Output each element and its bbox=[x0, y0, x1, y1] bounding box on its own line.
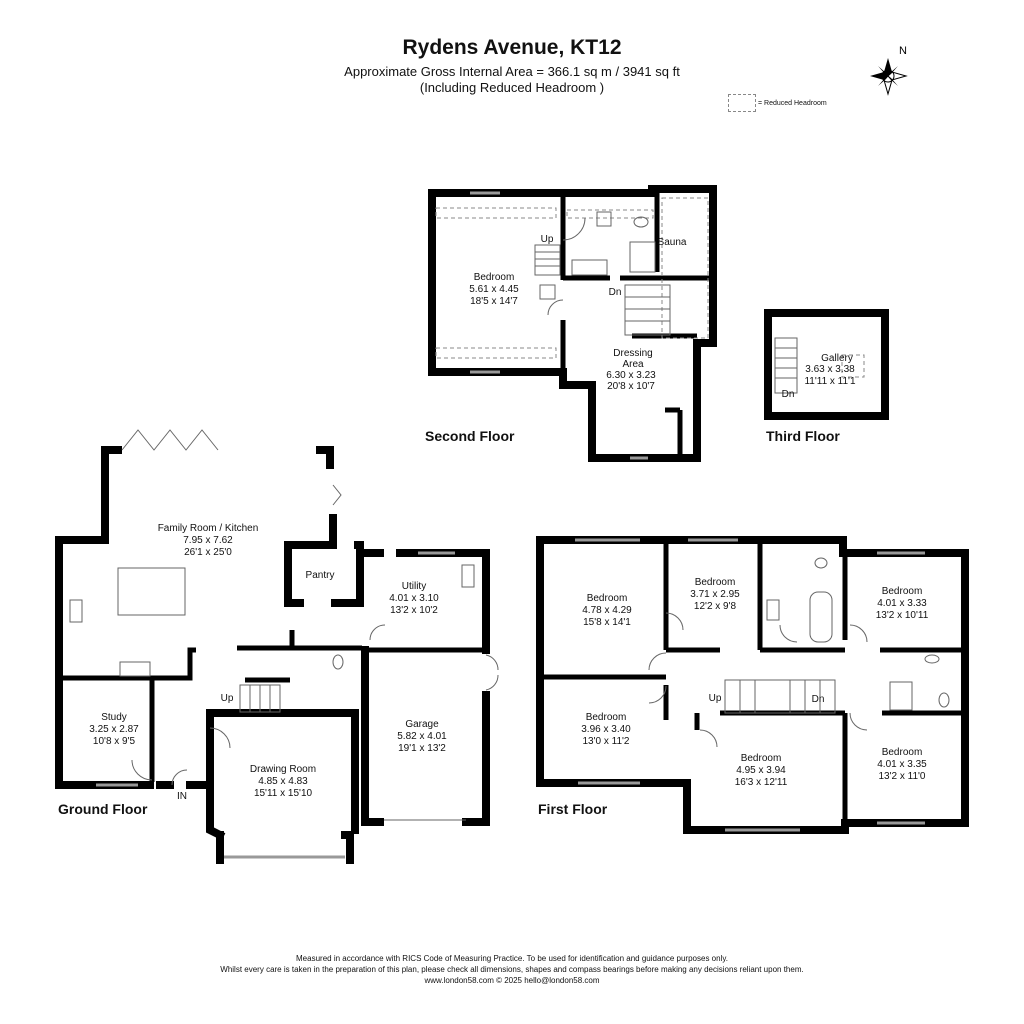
floor-title: Second Floor bbox=[425, 428, 515, 444]
room-size-metric: 5.61 x 4.45 bbox=[469, 284, 519, 295]
gross-area: Approximate Gross Internal Area = 366.1 … bbox=[344, 64, 680, 79]
floor-title: Ground Floor bbox=[58, 801, 148, 817]
first-floor-plan: Bedroom 4.78 x 4.29 15'8 x 14'1 Bedroom … bbox=[536, 536, 969, 834]
room-size-imperial: 15'8 x 14'1 bbox=[583, 617, 631, 628]
room-size-metric: 6.30 x 3.23 bbox=[606, 370, 656, 381]
room-size-imperial: 20'8 x 10'7 bbox=[607, 381, 655, 392]
room-size-imperial: 13'2 x 10'11 bbox=[876, 610, 929, 621]
room-name: Bedroom bbox=[586, 712, 627, 723]
room-size-imperial: 11'11 x 11'1 bbox=[804, 376, 856, 387]
room-size-metric: 7.95 x 7.62 bbox=[183, 535, 233, 546]
room-name: Drawing Room bbox=[250, 764, 316, 775]
room-size-metric: 4.78 x 4.29 bbox=[582, 605, 632, 616]
room-size-metric: 3.63 x 3.38 bbox=[805, 364, 855, 375]
room-name: Study bbox=[101, 712, 127, 723]
floor-title: First Floor bbox=[538, 801, 608, 817]
footer-contact: www.london58.com © 2025 hello@london58.c… bbox=[424, 976, 600, 985]
room-size-imperial: 13'0 x 11'2 bbox=[582, 736, 629, 747]
room-size-metric: 4.85 x 4.83 bbox=[258, 776, 308, 787]
legend-label: = Reduced Headroom bbox=[758, 99, 827, 107]
compass-icon: N bbox=[870, 45, 908, 96]
room-name: Bedroom bbox=[474, 272, 515, 283]
footer-disclaimer-1: Measured in accordance with RICS Code of… bbox=[296, 954, 728, 963]
room-size-metric: 3.96 x 3.40 bbox=[581, 724, 631, 735]
room-name: Dressing bbox=[613, 348, 652, 359]
room-size-metric: 4.01 x 3.35 bbox=[877, 759, 927, 770]
room-name: Area bbox=[622, 359, 644, 370]
room-name: Garage bbox=[405, 719, 439, 730]
room-size-imperial: 18'5 x 14'7 bbox=[470, 296, 518, 307]
plan-title: Rydens Avenue, KT12 bbox=[402, 36, 622, 59]
room-size-metric: 4.01 x 3.33 bbox=[877, 598, 927, 609]
compass-north-label: N bbox=[899, 45, 907, 57]
ground-floor-plan: Family Room / Kitchen 7.95 x 7.62 26'1 x… bbox=[55, 429, 499, 864]
stairs-up-label: Up bbox=[541, 234, 554, 245]
third-floor-plan: Gallery 3.63 x 3.38 11'11 x 11'1 Dn Thir… bbox=[764, 309, 889, 444]
second-floor-plan: Bedroom 5.61 x 4.45 18'5 x 14'7 Sauna Dr… bbox=[425, 185, 717, 462]
room-size-imperial: 12'2 x 9'8 bbox=[694, 601, 737, 612]
stairs-down-label: Dn bbox=[812, 694, 825, 705]
stairs-up-label: Up bbox=[221, 693, 234, 704]
area-note: (Including Reduced Headroom ) bbox=[419, 80, 605, 95]
room-name: Bedroom bbox=[587, 593, 628, 604]
room-size-imperial: 10'8 x 9'5 bbox=[93, 736, 136, 747]
room-size-metric: 4.95 x 3.94 bbox=[736, 765, 786, 776]
floor-title: Third Floor bbox=[766, 428, 840, 444]
room-name: Sauna bbox=[658, 237, 687, 248]
room-name: Family Room / Kitchen bbox=[158, 523, 259, 534]
stairs-down-label: Dn bbox=[609, 287, 622, 298]
room-name: Bedroom bbox=[882, 747, 923, 758]
dashed-box-icon bbox=[728, 94, 756, 112]
room-size-metric: 3.71 x 2.95 bbox=[690, 589, 740, 600]
entrance-label: IN bbox=[177, 791, 187, 802]
room-size-imperial: 13'2 x 10'2 bbox=[390, 605, 438, 616]
room-name: Pantry bbox=[306, 570, 335, 581]
room-name: Bedroom bbox=[695, 577, 736, 588]
room-size-imperial: 16'3 x 12'11 bbox=[735, 777, 788, 788]
room-name: Gallery bbox=[821, 353, 853, 364]
room-name: Bedroom bbox=[741, 753, 782, 764]
room-size-imperial: 19'1 x 13'2 bbox=[398, 743, 446, 754]
room-name: Bedroom bbox=[882, 586, 923, 597]
room-size-imperial: 15'11 x 15'10 bbox=[254, 788, 313, 799]
room-size-imperial: 26'1 x 25'0 bbox=[184, 547, 232, 558]
footer-disclaimer-2: Whilst every care is taken in the prepar… bbox=[220, 965, 804, 974]
room-size-metric: 4.01 x 3.10 bbox=[389, 593, 439, 604]
room-size-imperial: 13'2 x 11'0 bbox=[878, 771, 925, 782]
reduced-headroom-legend: = Reduced Headroom bbox=[728, 94, 827, 112]
stairs-down-label: Dn bbox=[782, 389, 795, 400]
room-name: Utility bbox=[402, 581, 426, 592]
room-size-metric: 3.25 x 2.87 bbox=[89, 724, 139, 735]
room-size-metric: 5.82 x 4.01 bbox=[397, 731, 447, 742]
stairs-up-label: Up bbox=[709, 693, 722, 704]
